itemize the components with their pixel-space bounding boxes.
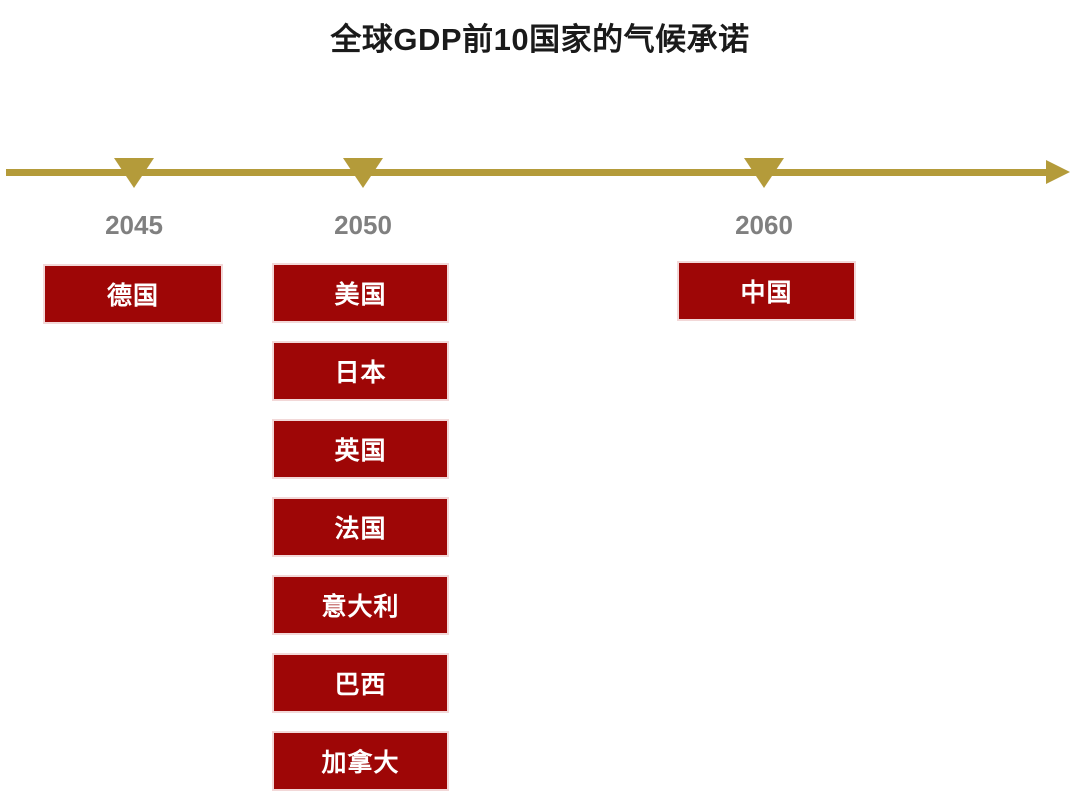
country-box[interactable]: 中国 [677, 261, 856, 321]
country-box[interactable]: 法国 [272, 497, 449, 557]
country-box[interactable]: 加拿大 [272, 731, 449, 791]
timeline-axis-line [6, 169, 1052, 176]
country-box[interactable]: 意大利 [272, 575, 449, 635]
timeline-year-label-2050: 2050 [334, 210, 392, 240]
country-box[interactable]: 英国 [272, 419, 449, 479]
timeline-year-label-2045: 2045 [105, 210, 163, 240]
country-column-2050: 美国 日本 英国 法国 意大利 巴西 加拿大 [272, 263, 449, 809]
country-column-2045: 德国 [43, 264, 223, 342]
country-column-2060: 中国 [677, 261, 856, 339]
timeline-marker-2050[interactable] [343, 158, 383, 188]
timeline-marker-2060[interactable] [744, 158, 784, 188]
timeline-marker-2045[interactable] [114, 158, 154, 188]
timeline-year-label-2060: 2060 [735, 210, 793, 240]
page-title: 全球GDP前10国家的气候承诺 [330, 22, 750, 57]
country-box[interactable]: 德国 [43, 264, 223, 324]
timeline: 2045 2050 2060 [0, 140, 1080, 250]
timeline-arrow-icon [1046, 160, 1070, 184]
country-box[interactable]: 美国 [272, 263, 449, 323]
country-box[interactable]: 日本 [272, 341, 449, 401]
country-box[interactable]: 巴西 [272, 653, 449, 713]
